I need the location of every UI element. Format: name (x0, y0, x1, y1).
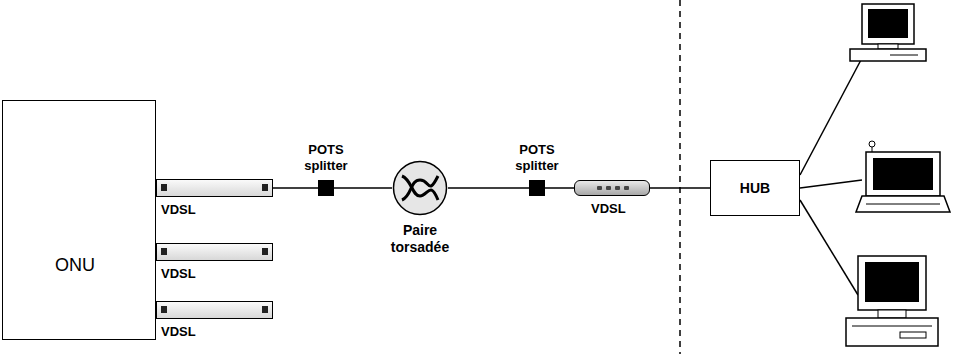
node-label: VDSL (161, 324, 196, 340)
pots-splitter: POTS splitter (529, 180, 545, 196)
vdsl-modem: VDSL (156, 243, 273, 261)
hub-wire (800, 180, 862, 188)
node-label: Paire torsadée (375, 222, 465, 256)
desktop-computer (846, 256, 938, 346)
vdsl-modem: VDSL (574, 180, 650, 196)
node-label: POTS splitter (293, 142, 359, 174)
node-label: ONU (55, 257, 125, 273)
desktop-computer (850, 4, 926, 61)
twisted-pair-symbol (392, 160, 448, 216)
cable-line (545, 187, 574, 189)
modem-detail (615, 186, 620, 190)
node-label: VDSL (161, 266, 196, 282)
modem-detail (624, 186, 629, 190)
cable-line (650, 187, 710, 189)
modem-detail (606, 186, 611, 190)
device-detail (161, 248, 167, 255)
hub-wire (800, 58, 862, 175)
node-label: HUB (740, 180, 770, 196)
cable-line (448, 187, 529, 189)
onu-box: ONUVDSLVDSLVDSL (2, 100, 156, 340)
node-label: POTS splitter (504, 142, 570, 174)
hub-wire (800, 200, 858, 295)
vdsl-modem: VDSL (156, 179, 273, 197)
boundary-line (679, 0, 681, 354)
node-label: VDSL (161, 202, 196, 218)
vdsl-modem: VDSL (156, 301, 273, 319)
pots-splitter: POTS splitter (318, 180, 334, 196)
node-label: VDSL (591, 201, 626, 217)
laptop-computer (856, 141, 950, 212)
cable-line (273, 187, 318, 189)
hub-box: HUB (710, 160, 800, 216)
device-detail (161, 306, 167, 313)
device-detail (161, 184, 167, 191)
twisted-pair: Paire torsadée (392, 160, 448, 216)
cable-line (334, 187, 392, 189)
device-detail (262, 184, 268, 191)
modem-detail (597, 186, 602, 190)
device-detail (262, 306, 268, 313)
device-detail (262, 248, 268, 255)
